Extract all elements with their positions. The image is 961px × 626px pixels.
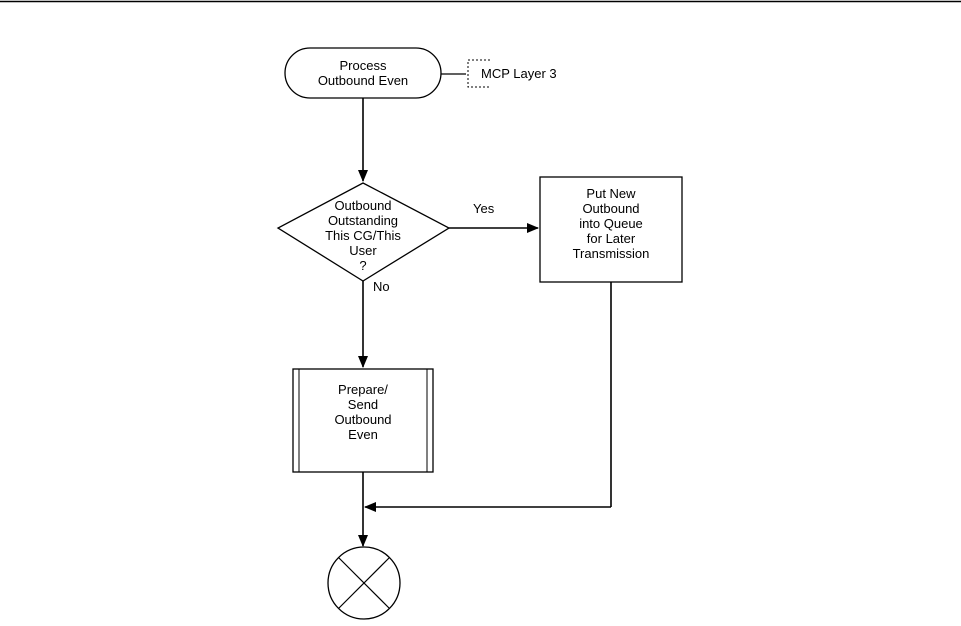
circled-x-icon bbox=[327, 546, 401, 620]
annotation-bracket bbox=[467, 59, 490, 88]
queue-box-label: Put New Outbound into Queue for Later Tr… bbox=[572, 185, 650, 261]
process-box bbox=[292, 368, 434, 473]
yes-label: Yes bbox=[473, 201, 495, 216]
start-terminator-label: Process Outbound Even bbox=[317, 58, 409, 88]
annotation-label: MCP Layer 3 bbox=[481, 66, 557, 81]
process-box-label: Prepare/ Send Outbound Even bbox=[334, 382, 392, 442]
no-label: No bbox=[373, 279, 390, 294]
decision-label: Outbound Outstanding This CG/This User ? bbox=[325, 197, 401, 273]
